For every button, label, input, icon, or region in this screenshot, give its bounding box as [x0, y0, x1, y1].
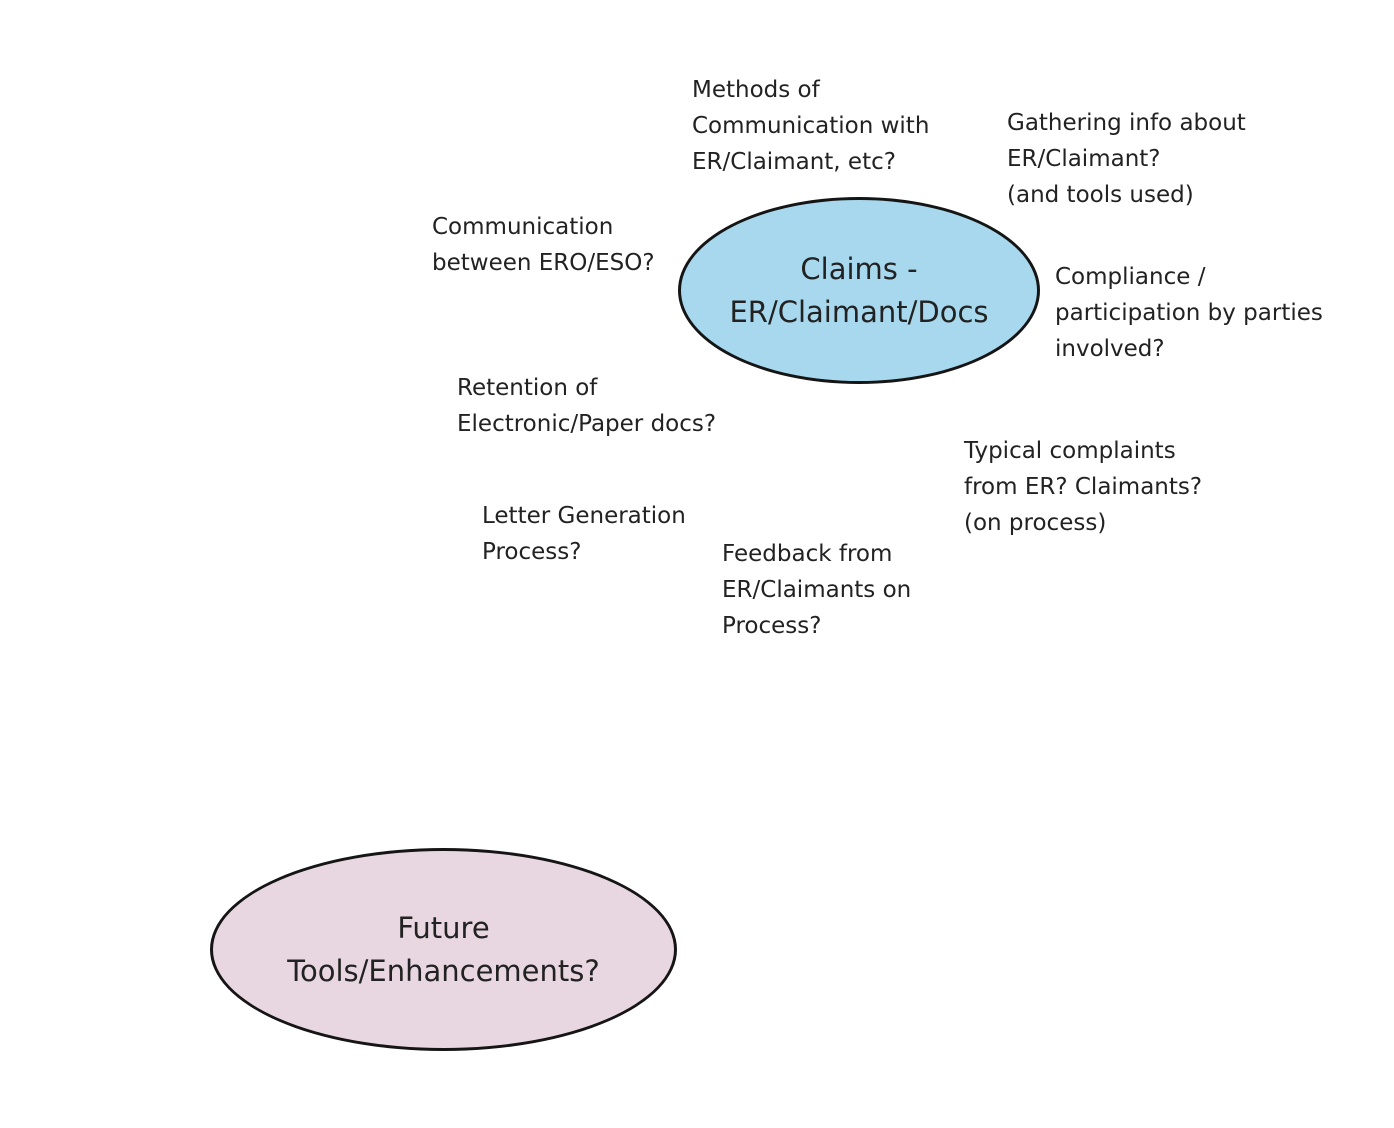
note-methods-of-communication[interactable]: Methods of Communication with ER/Claiman…	[692, 77, 930, 175]
note-feedback-from-claimants[interactable]: Feedback from ER/Claimants on Process?	[722, 541, 912, 639]
future-tools-topic-ellipse[interactable]: Future Tools/Enhancements?	[210, 848, 677, 1051]
claims-topic-ellipse[interactable]: Claims - ER/Claimant/Docs	[678, 197, 1040, 384]
note-gathering-info[interactable]: Gathering info about ER/Claimant? (and t…	[1007, 110, 1246, 208]
claims-topic-label: Claims - ER/Claimant/Docs	[729, 251, 989, 329]
note-letter-generation[interactable]: Letter Generation Process?	[482, 503, 686, 565]
note-typical-complaints[interactable]: Typical complaints from ER? Claimants? (…	[964, 438, 1203, 536]
note-compliance-participation[interactable]: Compliance / participation by parties in…	[1055, 264, 1323, 362]
future-tools-topic-label: Future Tools/Enhancements?	[287, 910, 600, 988]
note-communication-ero-eso[interactable]: Communication between ERO/ESO?	[432, 214, 655, 276]
note-retention-of-docs[interactable]: Retention of Electronic/Paper docs?	[457, 375, 717, 437]
